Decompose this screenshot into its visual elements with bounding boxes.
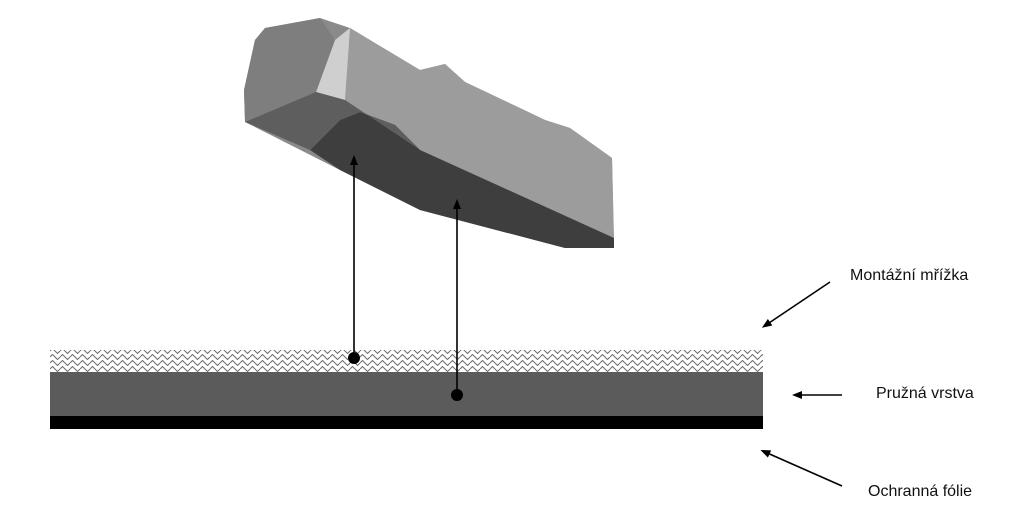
protective-film-label: Ochranná fólie bbox=[868, 483, 973, 500]
mounting-block bbox=[244, 18, 614, 248]
film-label-arrow bbox=[760, 449, 843, 487]
grid-connector-dot bbox=[348, 352, 360, 364]
elastic-connector-dot bbox=[451, 389, 463, 401]
block-lower-face bbox=[245, 92, 420, 150]
block-front-face bbox=[310, 112, 614, 248]
protective-film-layer bbox=[50, 416, 763, 429]
block-highlight-face bbox=[316, 28, 350, 100]
mounting-grid-label: Montážní mřížka bbox=[850, 267, 969, 284]
block-end-face bbox=[244, 18, 335, 122]
grid-label-arrow bbox=[761, 281, 831, 328]
elastic-layer bbox=[50, 372, 763, 416]
mounting-grid-layer bbox=[50, 350, 763, 372]
elastic-layer-label: Pružná vrstva bbox=[876, 385, 974, 402]
block-side-face bbox=[330, 28, 614, 238]
